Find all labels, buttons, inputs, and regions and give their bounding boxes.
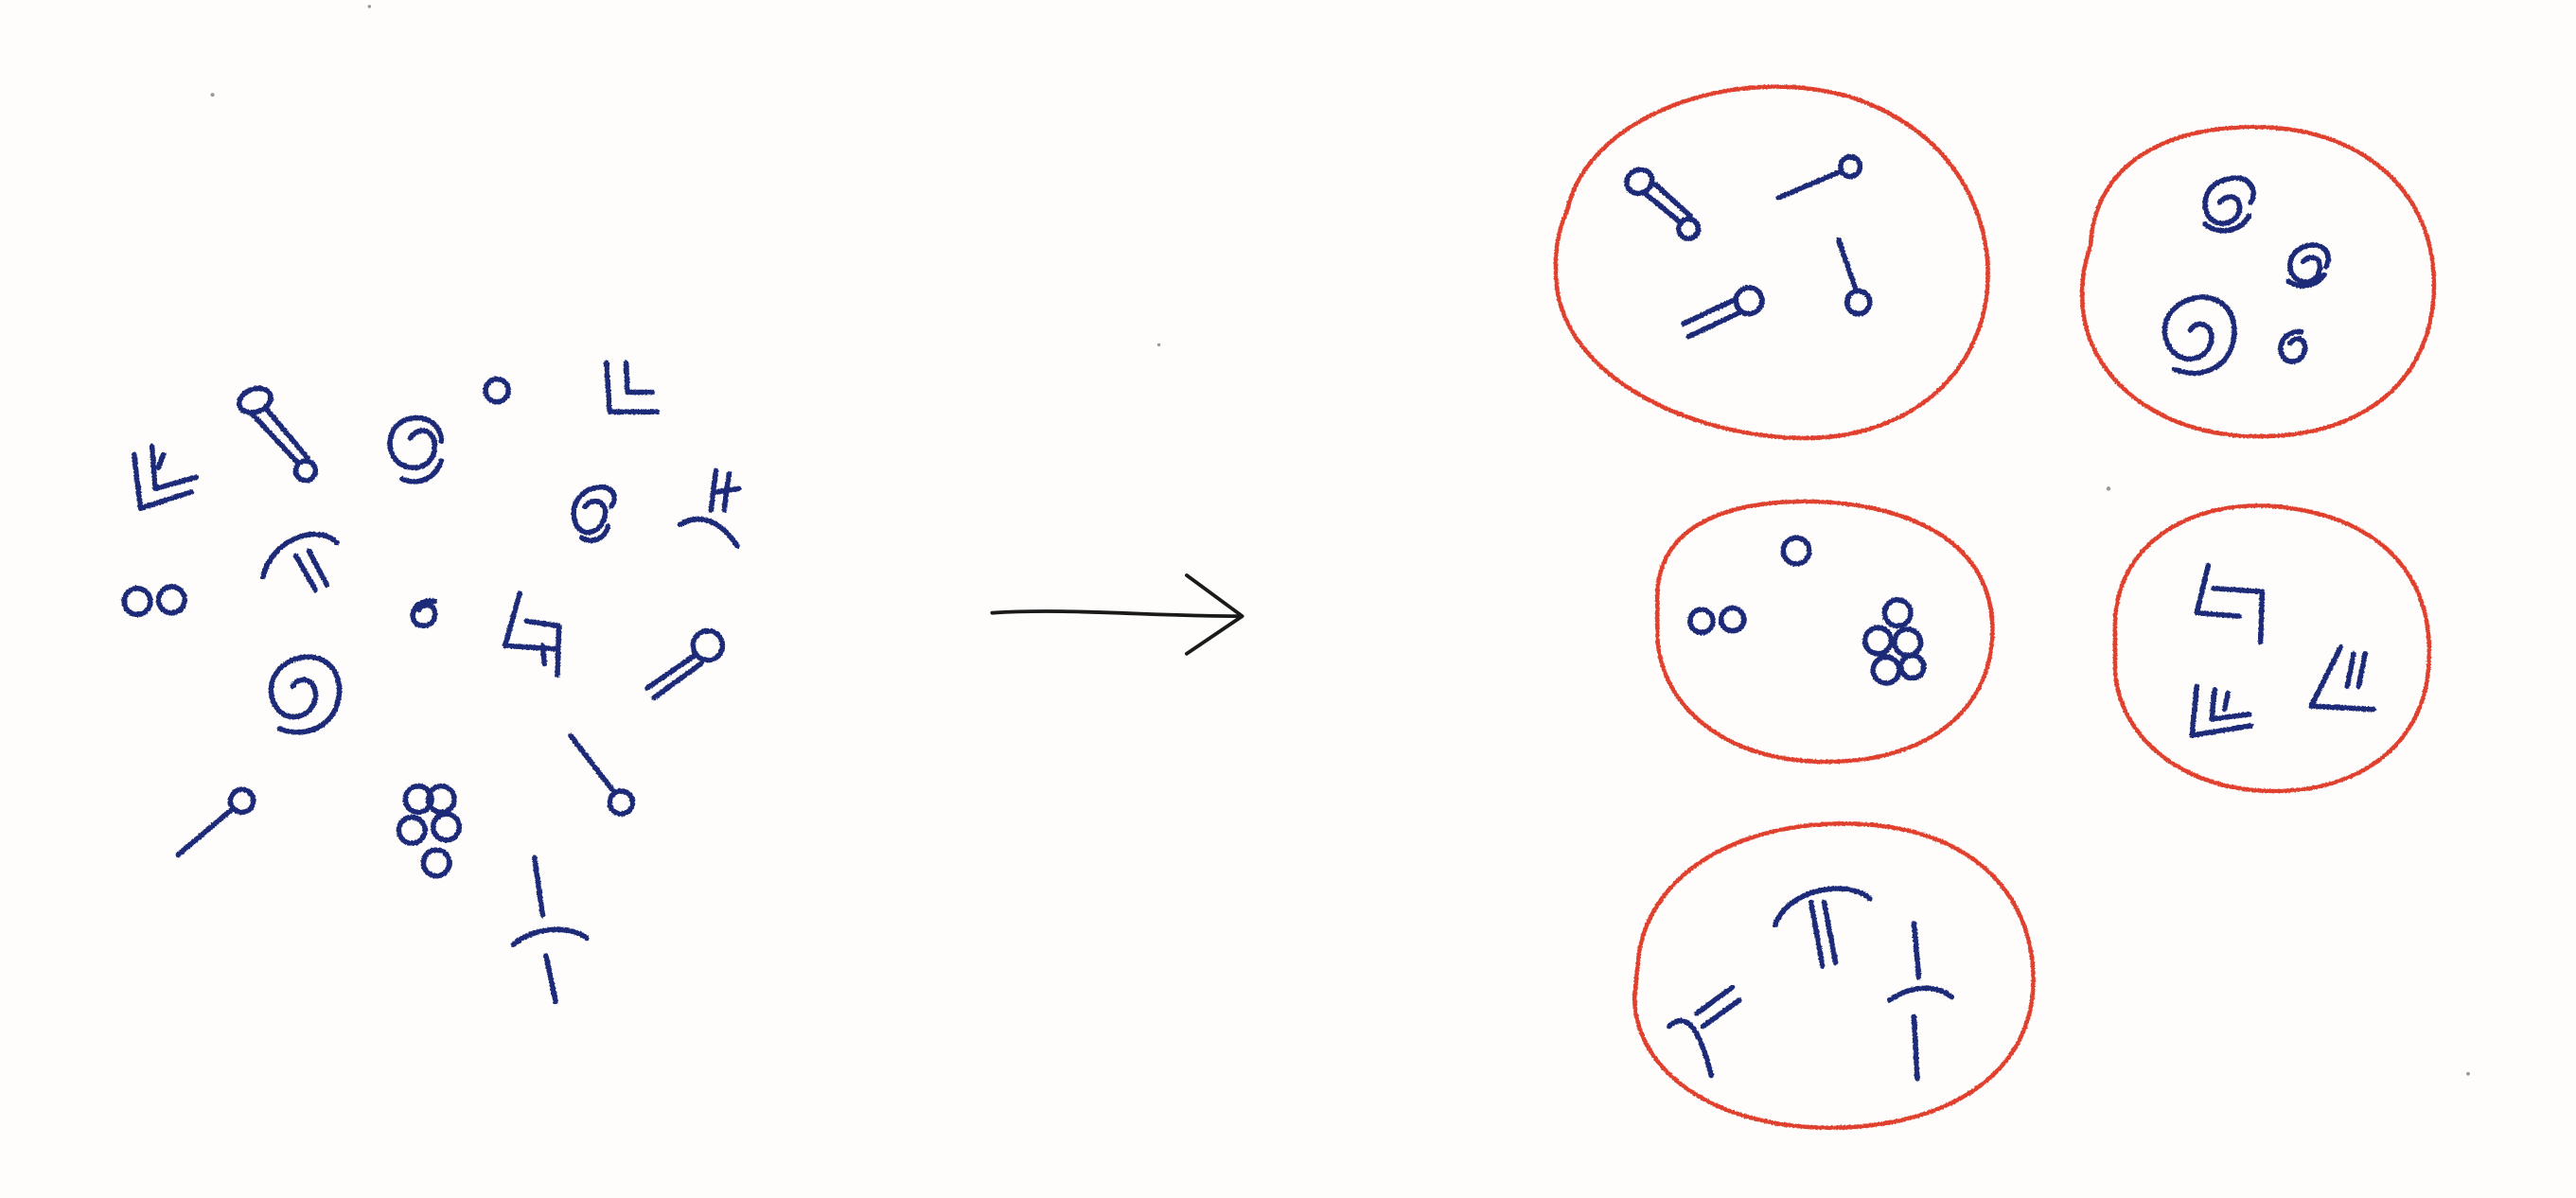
- y-fork-symbol: [677, 467, 742, 549]
- spiral-small-symbol: [2285, 242, 2331, 289]
- spiral-small-symbol: [387, 414, 445, 484]
- bar-cross-symbol: [510, 854, 590, 1005]
- spiral-small-symbol: [2202, 175, 2256, 234]
- spiral-large-symbol: [2161, 294, 2237, 376]
- hook-symbol: [502, 590, 562, 678]
- double-circle-symbol: [1687, 605, 1747, 636]
- arrow-shaft: [990, 609, 1242, 619]
- bar-cross-symbol: [1886, 921, 1954, 1082]
- arrow-head: [1185, 573, 1244, 656]
- chevron-double-symbol: [2189, 683, 2254, 738]
- cluster-outline-strokes: [1632, 821, 2036, 1130]
- cluster-outlines: [1553, 84, 2437, 1130]
- cluster-outline-angles: [2112, 503, 2432, 794]
- arch-symbol: [1772, 886, 1873, 969]
- corner-symbol: [2308, 644, 2376, 713]
- small-circle-symbol: [483, 376, 511, 405]
- arch-symbol: [260, 531, 340, 593]
- barbell-symbol: [1624, 167, 1702, 241]
- barbell-symbol: [236, 385, 319, 484]
- flower-symbol: [1861, 597, 1927, 686]
- flower-symbol: [396, 783, 463, 879]
- spiral-large-symbol: [268, 654, 343, 735]
- cluster-outline-pins: [1553, 84, 1990, 441]
- double-circle-symbol: [121, 584, 187, 618]
- spiral-small-symbol: [410, 598, 438, 629]
- small-circle-symbol: [1780, 535, 1812, 567]
- pin-double-symbol: [644, 627, 726, 701]
- paper-specks: [210, 5, 2470, 1076]
- pin-symbol: [1775, 154, 1863, 201]
- chevron-double-symbol: [131, 443, 200, 511]
- cluster-outline-spirals: [2079, 124, 2437, 439]
- clustered-symbols-group: [1624, 154, 2376, 1082]
- cluster-outline-circles: [1655, 499, 1995, 765]
- spiral-small-symbol: [571, 484, 617, 543]
- pin-symbol: [175, 786, 256, 858]
- unsorted-symbols-group: [121, 360, 742, 1005]
- pin-symbol: [568, 732, 636, 817]
- right-arrow: [990, 573, 1244, 656]
- spiral-small-symbol: [2278, 328, 2308, 364]
- corner-symbol: [604, 360, 661, 415]
- pin-symbol: [1836, 238, 1873, 317]
- y-fork-symbol: [1666, 984, 1742, 1079]
- hook-symbol: [2194, 562, 2266, 645]
- pin-double-symbol: [1681, 285, 1765, 340]
